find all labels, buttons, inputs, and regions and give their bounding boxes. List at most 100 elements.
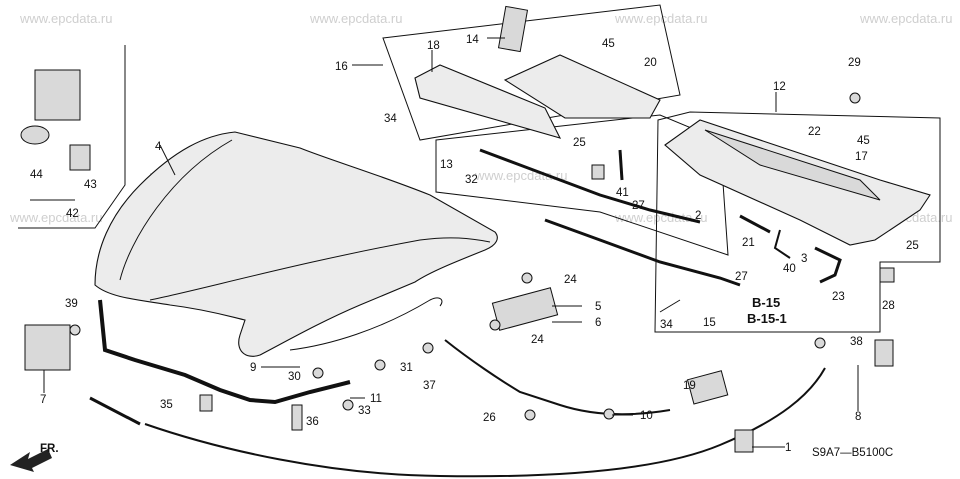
bolt-24a <box>521 272 533 284</box>
callout-30: 30 <box>288 371 301 383</box>
callout-3: 3 <box>801 253 807 265</box>
callout-18: 18 <box>427 40 440 52</box>
washer-tube <box>773 229 791 259</box>
reference-b15: B-15 <box>752 295 780 310</box>
clip-28a <box>591 164 605 180</box>
callout-21: 21 <box>742 237 755 249</box>
drain-hose-41 <box>618 149 624 181</box>
reference-b15-1: B-15-1 <box>747 311 787 326</box>
hood-seal <box>98 299 351 405</box>
frame-weatherstrip <box>435 114 729 256</box>
callout-24b: 24 <box>531 334 544 346</box>
watermark-2: www.epcdata.ru <box>309 11 403 26</box>
callout-44: 44 <box>30 169 43 181</box>
bolt-31 <box>374 359 386 371</box>
bolt-38 <box>814 337 826 349</box>
watermark-7: www.epcdata.ru <box>9 210 103 225</box>
clip-10 <box>603 408 615 420</box>
callout-6: 6 <box>595 317 601 329</box>
clip-28b <box>879 267 895 283</box>
front-arrow-icon: FR. <box>10 443 59 472</box>
callout-20: 20 <box>644 57 657 69</box>
callout-1: 1 <box>785 442 791 454</box>
callout-43: 43 <box>84 179 97 191</box>
callout-42: 42 <box>66 208 79 220</box>
cowl-top-lower <box>664 119 931 246</box>
callout-2: 2 <box>695 210 701 222</box>
callout-41: 41 <box>616 187 629 199</box>
callout-23: 23 <box>832 291 845 303</box>
stay-rod-clip <box>291 404 303 431</box>
callout-4: 4 <box>155 141 162 153</box>
callout-35: 35 <box>160 399 173 411</box>
washer-hose <box>814 246 842 284</box>
callout-29: 29 <box>848 57 861 69</box>
callout-45a: 45 <box>602 38 615 50</box>
watermark-1: www.epcdata.ru <box>19 11 113 26</box>
leader-lines <box>30 37 859 448</box>
hood-latch <box>34 69 81 121</box>
hood-panel <box>94 131 498 357</box>
front-label: FR. <box>40 443 59 455</box>
stay-grommet <box>199 394 213 412</box>
callout-15: 15 <box>703 317 716 329</box>
watermark-9: www.epcdata.ru <box>614 210 708 225</box>
latch-cap <box>20 125 50 145</box>
watermark-4: www.epcdata.ru <box>859 11 953 26</box>
callout-25a: 25 <box>573 137 586 149</box>
callout-38: 38 <box>850 336 863 348</box>
callout-25b: 25 <box>906 240 919 252</box>
hood-hinge <box>491 287 559 331</box>
callout-10: 10 <box>640 410 653 422</box>
callout-27a: 27 <box>632 200 645 212</box>
hardware <box>20 5 895 453</box>
callout-36: 36 <box>306 416 319 428</box>
callout-33: 33 <box>358 405 371 417</box>
callout-7: 7 <box>40 394 46 406</box>
callout-40: 40 <box>783 263 796 275</box>
callout-16: 16 <box>335 61 348 73</box>
callout-27b: 27 <box>735 271 748 283</box>
callout-12: 12 <box>773 81 786 93</box>
callout-32: 32 <box>465 174 478 186</box>
bracket-14 <box>497 5 529 53</box>
callout-34b: 34 <box>660 319 673 331</box>
bolt-39 <box>69 324 81 336</box>
weatherstrip-lower <box>544 218 741 287</box>
release-cable <box>144 367 826 478</box>
cable-clip <box>734 429 754 453</box>
callout-34a: 34 <box>384 113 397 125</box>
watermark-6: www.epcdata.ru <box>474 168 568 183</box>
frame-cowl-upper <box>382 4 681 141</box>
diagram-code: S9A7—B5100C <box>812 447 893 459</box>
clip-33 <box>342 399 354 411</box>
frame-latch-group <box>18 45 126 229</box>
cowl-trim-left <box>414 64 562 139</box>
prop-rod <box>89 396 141 426</box>
callout-5: 5 <box>595 301 601 313</box>
callout-17: 17 <box>855 151 868 163</box>
cowl-top-upper <box>503 54 661 119</box>
callout-26: 26 <box>483 412 496 424</box>
release-lever <box>874 339 894 367</box>
frame-cowl-lower <box>654 111 941 333</box>
callout-24a: 24 <box>564 274 577 286</box>
bolt-30 <box>312 367 324 379</box>
callout-labels: 1 2 3 4 5 6 7 8 9 10 11 12 13 14 15 16 1… <box>30 34 919 454</box>
clip-37 <box>422 342 434 354</box>
callout-19: 19 <box>683 380 696 392</box>
callout-39: 39 <box>65 298 78 310</box>
release-handle <box>686 370 729 405</box>
callout-37: 37 <box>423 380 436 392</box>
callout-31: 31 <box>400 362 413 374</box>
callout-28: 28 <box>882 300 895 312</box>
weatherstrip-upper <box>479 148 701 224</box>
callout-13: 13 <box>440 159 453 171</box>
watermark-3: www.epcdata.ru <box>614 11 708 26</box>
clip-26 <box>524 409 536 421</box>
callout-14: 14 <box>466 34 479 46</box>
callout-45b: 45 <box>857 135 870 147</box>
release-cable-upper <box>444 339 671 416</box>
